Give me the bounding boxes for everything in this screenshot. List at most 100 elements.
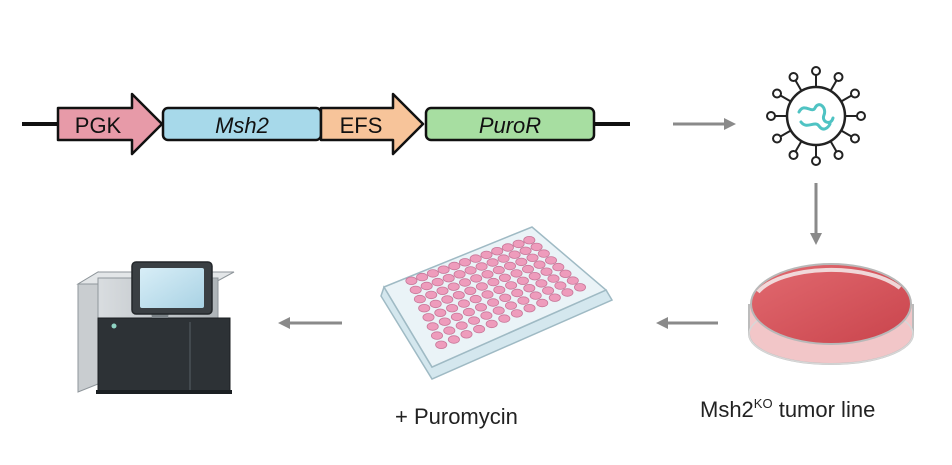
plate-well xyxy=(405,276,418,285)
well-plate-icon xyxy=(380,226,614,380)
virus-genome xyxy=(797,103,835,131)
plate-well xyxy=(523,235,536,245)
plate-well xyxy=(447,282,460,291)
virus-spike-head xyxy=(833,149,844,160)
plate-well xyxy=(426,269,439,278)
plate-well xyxy=(481,290,494,299)
virus-spike-head xyxy=(788,149,799,160)
plate-well xyxy=(548,293,561,302)
plate-well xyxy=(429,299,442,309)
plate-well xyxy=(491,246,504,256)
tumor-line-gene: Msh2 xyxy=(700,397,754,422)
efs-promoter-arrow xyxy=(319,92,425,156)
plate-well xyxy=(409,285,422,295)
plate-well xyxy=(467,316,480,325)
virus-spike-head xyxy=(772,88,783,99)
sequencer-icon xyxy=(76,261,235,394)
plate-well xyxy=(566,276,579,285)
msh2-label: Msh2 xyxy=(215,113,269,138)
plate-well xyxy=(450,312,463,322)
plate-well xyxy=(436,286,449,295)
plate-well xyxy=(481,270,494,279)
plate-well xyxy=(493,285,506,295)
plate-well xyxy=(561,288,574,297)
plate-well xyxy=(474,303,487,312)
plate-well xyxy=(418,304,431,313)
plate-well xyxy=(536,298,549,308)
plate-well xyxy=(464,286,477,295)
pgk-label: PGK xyxy=(75,113,122,138)
plate-well xyxy=(452,291,465,300)
plate-well xyxy=(460,330,473,339)
plate-well xyxy=(528,272,541,281)
plate-well xyxy=(547,274,560,283)
virus-spike xyxy=(779,94,792,103)
efs-label: EFS xyxy=(340,113,383,138)
virus-spike-head xyxy=(788,72,799,83)
tumor-line-label: Msh2KO tumor line xyxy=(700,396,875,423)
plate-well xyxy=(453,270,466,279)
plate-well xyxy=(442,274,455,283)
plate-well xyxy=(503,261,516,271)
tumor-line-suffix: tumor line xyxy=(772,397,876,422)
virus-spike-head xyxy=(772,133,783,144)
virus-capsid xyxy=(785,85,847,147)
plate-well xyxy=(422,313,435,322)
lentivirus-icon xyxy=(766,66,866,166)
plate-well xyxy=(510,269,523,278)
plate-well xyxy=(530,242,543,252)
virus-spike xyxy=(794,140,803,153)
flow-arrows xyxy=(278,118,822,329)
plate-well xyxy=(492,265,505,275)
plate-well xyxy=(431,277,444,287)
plate-well xyxy=(416,272,429,282)
plate-well xyxy=(522,264,535,274)
plate-well xyxy=(505,281,518,290)
puror-gene-box xyxy=(424,106,596,142)
plate-well xyxy=(537,249,550,258)
plate-well xyxy=(526,253,539,262)
plate-well xyxy=(487,298,500,307)
plate-well xyxy=(480,311,493,320)
virus-spike xyxy=(779,129,792,138)
virus-spike-head xyxy=(856,111,866,121)
plate-well xyxy=(498,273,511,282)
sequencer-foot xyxy=(96,390,232,394)
plate-well xyxy=(413,294,426,304)
arrow-construct-to-virus xyxy=(673,118,736,130)
plate-well xyxy=(515,257,528,267)
puromycin-label: + Puromycin xyxy=(395,404,518,429)
plate-well xyxy=(420,281,433,291)
plate-well xyxy=(486,258,499,267)
plate-well xyxy=(446,304,459,313)
plate-well xyxy=(438,317,451,326)
virus-spike-head xyxy=(766,111,776,121)
plate-well xyxy=(441,295,454,304)
plate-well xyxy=(554,281,567,290)
virus-spike xyxy=(794,79,803,92)
plate-well xyxy=(473,324,486,334)
arrow-dish-to-plate xyxy=(656,317,718,329)
gene-construct: PGK Msh2 EFS PuroR xyxy=(22,92,630,156)
plate-well xyxy=(523,304,536,313)
plate-well xyxy=(517,296,530,305)
plate-well xyxy=(545,256,558,265)
virus-spike xyxy=(829,140,838,153)
plate-well xyxy=(458,258,471,267)
plate-well xyxy=(458,278,471,287)
plate-well xyxy=(519,246,532,255)
plate-well xyxy=(487,277,500,287)
dish-lid-highlight xyxy=(756,267,902,294)
plate-well xyxy=(492,306,505,315)
virus-spike-head xyxy=(849,88,860,99)
plate-well xyxy=(475,262,488,271)
sequencer-status-light xyxy=(111,323,117,329)
plate-well xyxy=(542,286,555,295)
virus-spike xyxy=(829,79,838,92)
plate-well xyxy=(559,269,572,278)
plate-well xyxy=(511,288,524,298)
virus-spike xyxy=(840,129,853,138)
plate-well xyxy=(529,291,542,300)
plate-well xyxy=(435,340,448,349)
